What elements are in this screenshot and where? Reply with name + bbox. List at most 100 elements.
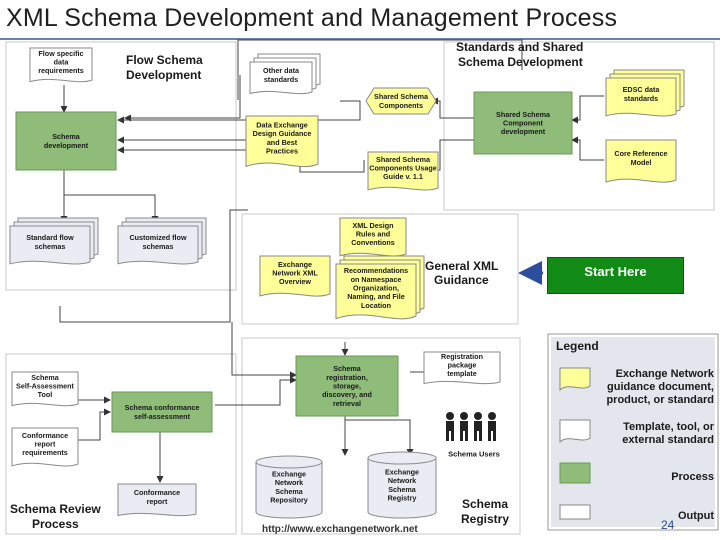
- exchange-registry-label-line1: Exchange: [385, 467, 419, 476]
- core-reference-model-label-line1: Core Reference: [614, 149, 667, 158]
- exchange-network-overview-label-line2: Network XML: [272, 269, 318, 278]
- exchange-network-overview-label-line1: Exchange: [278, 260, 312, 269]
- header-general-xml-1: General XML: [425, 259, 498, 273]
- shared-component-development-label-line1: Shared Schema: [496, 110, 551, 119]
- footer-url[interactable]: http://www.exchangenetwork.net: [262, 524, 418, 535]
- customized-flow-schemas-label-line1: Customized flow: [129, 233, 187, 242]
- xml-design-rules-label-line3: Conventions: [351, 238, 395, 247]
- legend-swatch-template: [559, 419, 591, 444]
- region-standards: [443, 41, 715, 211]
- header-schema-review-2: Process: [32, 517, 79, 531]
- data-exchange-guidance-label-line2: Design Guidance: [253, 129, 312, 138]
- customized-flow-schemas-label-line2: schemas: [143, 242, 174, 251]
- shared-schema-components-label-line1: Shared Schema: [374, 92, 429, 101]
- start-here-button[interactable]: Start Here: [547, 257, 684, 294]
- page-title: XML Schema Development and Management Pr…: [6, 4, 618, 32]
- header-schema-registry-1: Schema: [462, 497, 508, 511]
- conformance-report-label-line2: report: [147, 497, 168, 506]
- header-schema-review-1: Schema Review: [10, 502, 101, 516]
- exchange-repository-label-line2: Network: [275, 478, 303, 487]
- registration-template-label-line1: Registration: [441, 352, 483, 361]
- exchange-registry-label-line4: Registry: [388, 494, 417, 503]
- registration-template-label-line2: package: [448, 361, 477, 370]
- exchange-registry-label-line3: Schema: [388, 485, 417, 494]
- title-rule: [0, 38, 720, 40]
- region-flow-schema: [5, 41, 237, 291]
- schema-registration-label-line4: discovery, and: [322, 390, 372, 399]
- header-schema-registry-2: Registry: [461, 512, 509, 526]
- conformance-requirements-label-line2: report: [35, 440, 56, 449]
- legend-swatch-guidance: [559, 367, 591, 392]
- region-schema-review: [5, 353, 237, 535]
- header-flow-schema-1: Flow Schema: [126, 53, 203, 67]
- data-exchange-guidance-label-line1: Data Exchange: [256, 120, 308, 129]
- standard-flow-schemas-label-line1: Standard flow: [26, 233, 74, 242]
- shared-schema-components-label-line2: Components: [379, 101, 423, 110]
- legend-swatch-process: [559, 462, 591, 484]
- self-assessment-tool-label-line3: Tool: [38, 390, 53, 399]
- standard-flow-schemas-label-line2: schemas: [35, 242, 66, 251]
- self-assessment-tool-label-line1: Schema: [31, 373, 60, 382]
- page-number: 24: [661, 518, 675, 532]
- data-exchange-guidance-label-line3: and Best: [267, 138, 298, 147]
- legend-output-label: Output: [678, 510, 714, 522]
- namespace-recommendations-label-line3: Organization,: [353, 284, 399, 293]
- xml-design-rules-label-line1: XML Design: [352, 221, 393, 230]
- legend-process-label: Process: [671, 471, 714, 483]
- exchange-repository-label-line3: Schema: [275, 487, 304, 496]
- legend-swatch-output: [559, 504, 591, 520]
- legend-guidance-line2: guidance document,: [607, 381, 714, 393]
- flow-specific-label-line2: data: [54, 58, 70, 67]
- legend: Legend Exchange Network guidance documen…: [547, 333, 719, 531]
- edsc-standards-label-line1: EDSC data: [623, 85, 661, 94]
- schema-development-label-line1: Schema: [52, 132, 81, 141]
- conformance-requirements-label-line1: Conformance: [22, 431, 68, 440]
- schema-users-label-line1: Schema Users: [448, 450, 500, 459]
- xml-design-rules-label-line2: Rules and: [356, 230, 390, 239]
- flow-specific-label-line1: Flow specific: [38, 49, 83, 58]
- header-standards-2: Schema Development: [458, 55, 583, 69]
- self-assessment-tool-label-line2: Self-Assessment: [16, 382, 75, 391]
- shared-usage-guide-label-line1: Shared Schema: [376, 155, 431, 164]
- core-reference-model-label-line2: Model: [631, 158, 652, 167]
- registration-template-label-line3: template: [447, 369, 477, 378]
- conformance-self-assessment-label-line1: Schema conformance: [125, 403, 200, 412]
- conformance-requirements-label-line3: requirements: [22, 448, 68, 457]
- region-schema-registry: [241, 337, 521, 535]
- header-standards-1: Standards and Shared: [456, 40, 583, 54]
- legend-template-line2: external standard: [622, 434, 714, 446]
- schema-users-node: Schema Users: [448, 450, 500, 459]
- legend-guidance-line1: Exchange Network: [616, 368, 715, 380]
- namespace-recommendations-label-line5: Location: [361, 301, 391, 310]
- conformance-report-label-line1: Conformance: [134, 488, 180, 497]
- legend-guidance-line3: product, or standard: [606, 394, 714, 406]
- legend-template-line1: Template, tool, or: [623, 421, 715, 433]
- flow-specific-label-line3: requirements: [38, 66, 84, 75]
- namespace-recommendations-label-line1: Recommendations: [344, 266, 408, 275]
- schema-registration-label-line5: retrieval: [333, 399, 361, 408]
- exchange-registry-label-line2: Network: [388, 476, 416, 485]
- exchange-network-overview-label-line3: Overview: [279, 277, 311, 286]
- legend-title: Legend: [556, 339, 599, 353]
- edsc-standards-label-line2: standards: [624, 94, 658, 103]
- schema-users-icon: [446, 412, 496, 441]
- shared-usage-guide-label-line3: Guide v. 1.1: [383, 172, 423, 181]
- exchange-repository-label-line4: Repository: [270, 496, 308, 505]
